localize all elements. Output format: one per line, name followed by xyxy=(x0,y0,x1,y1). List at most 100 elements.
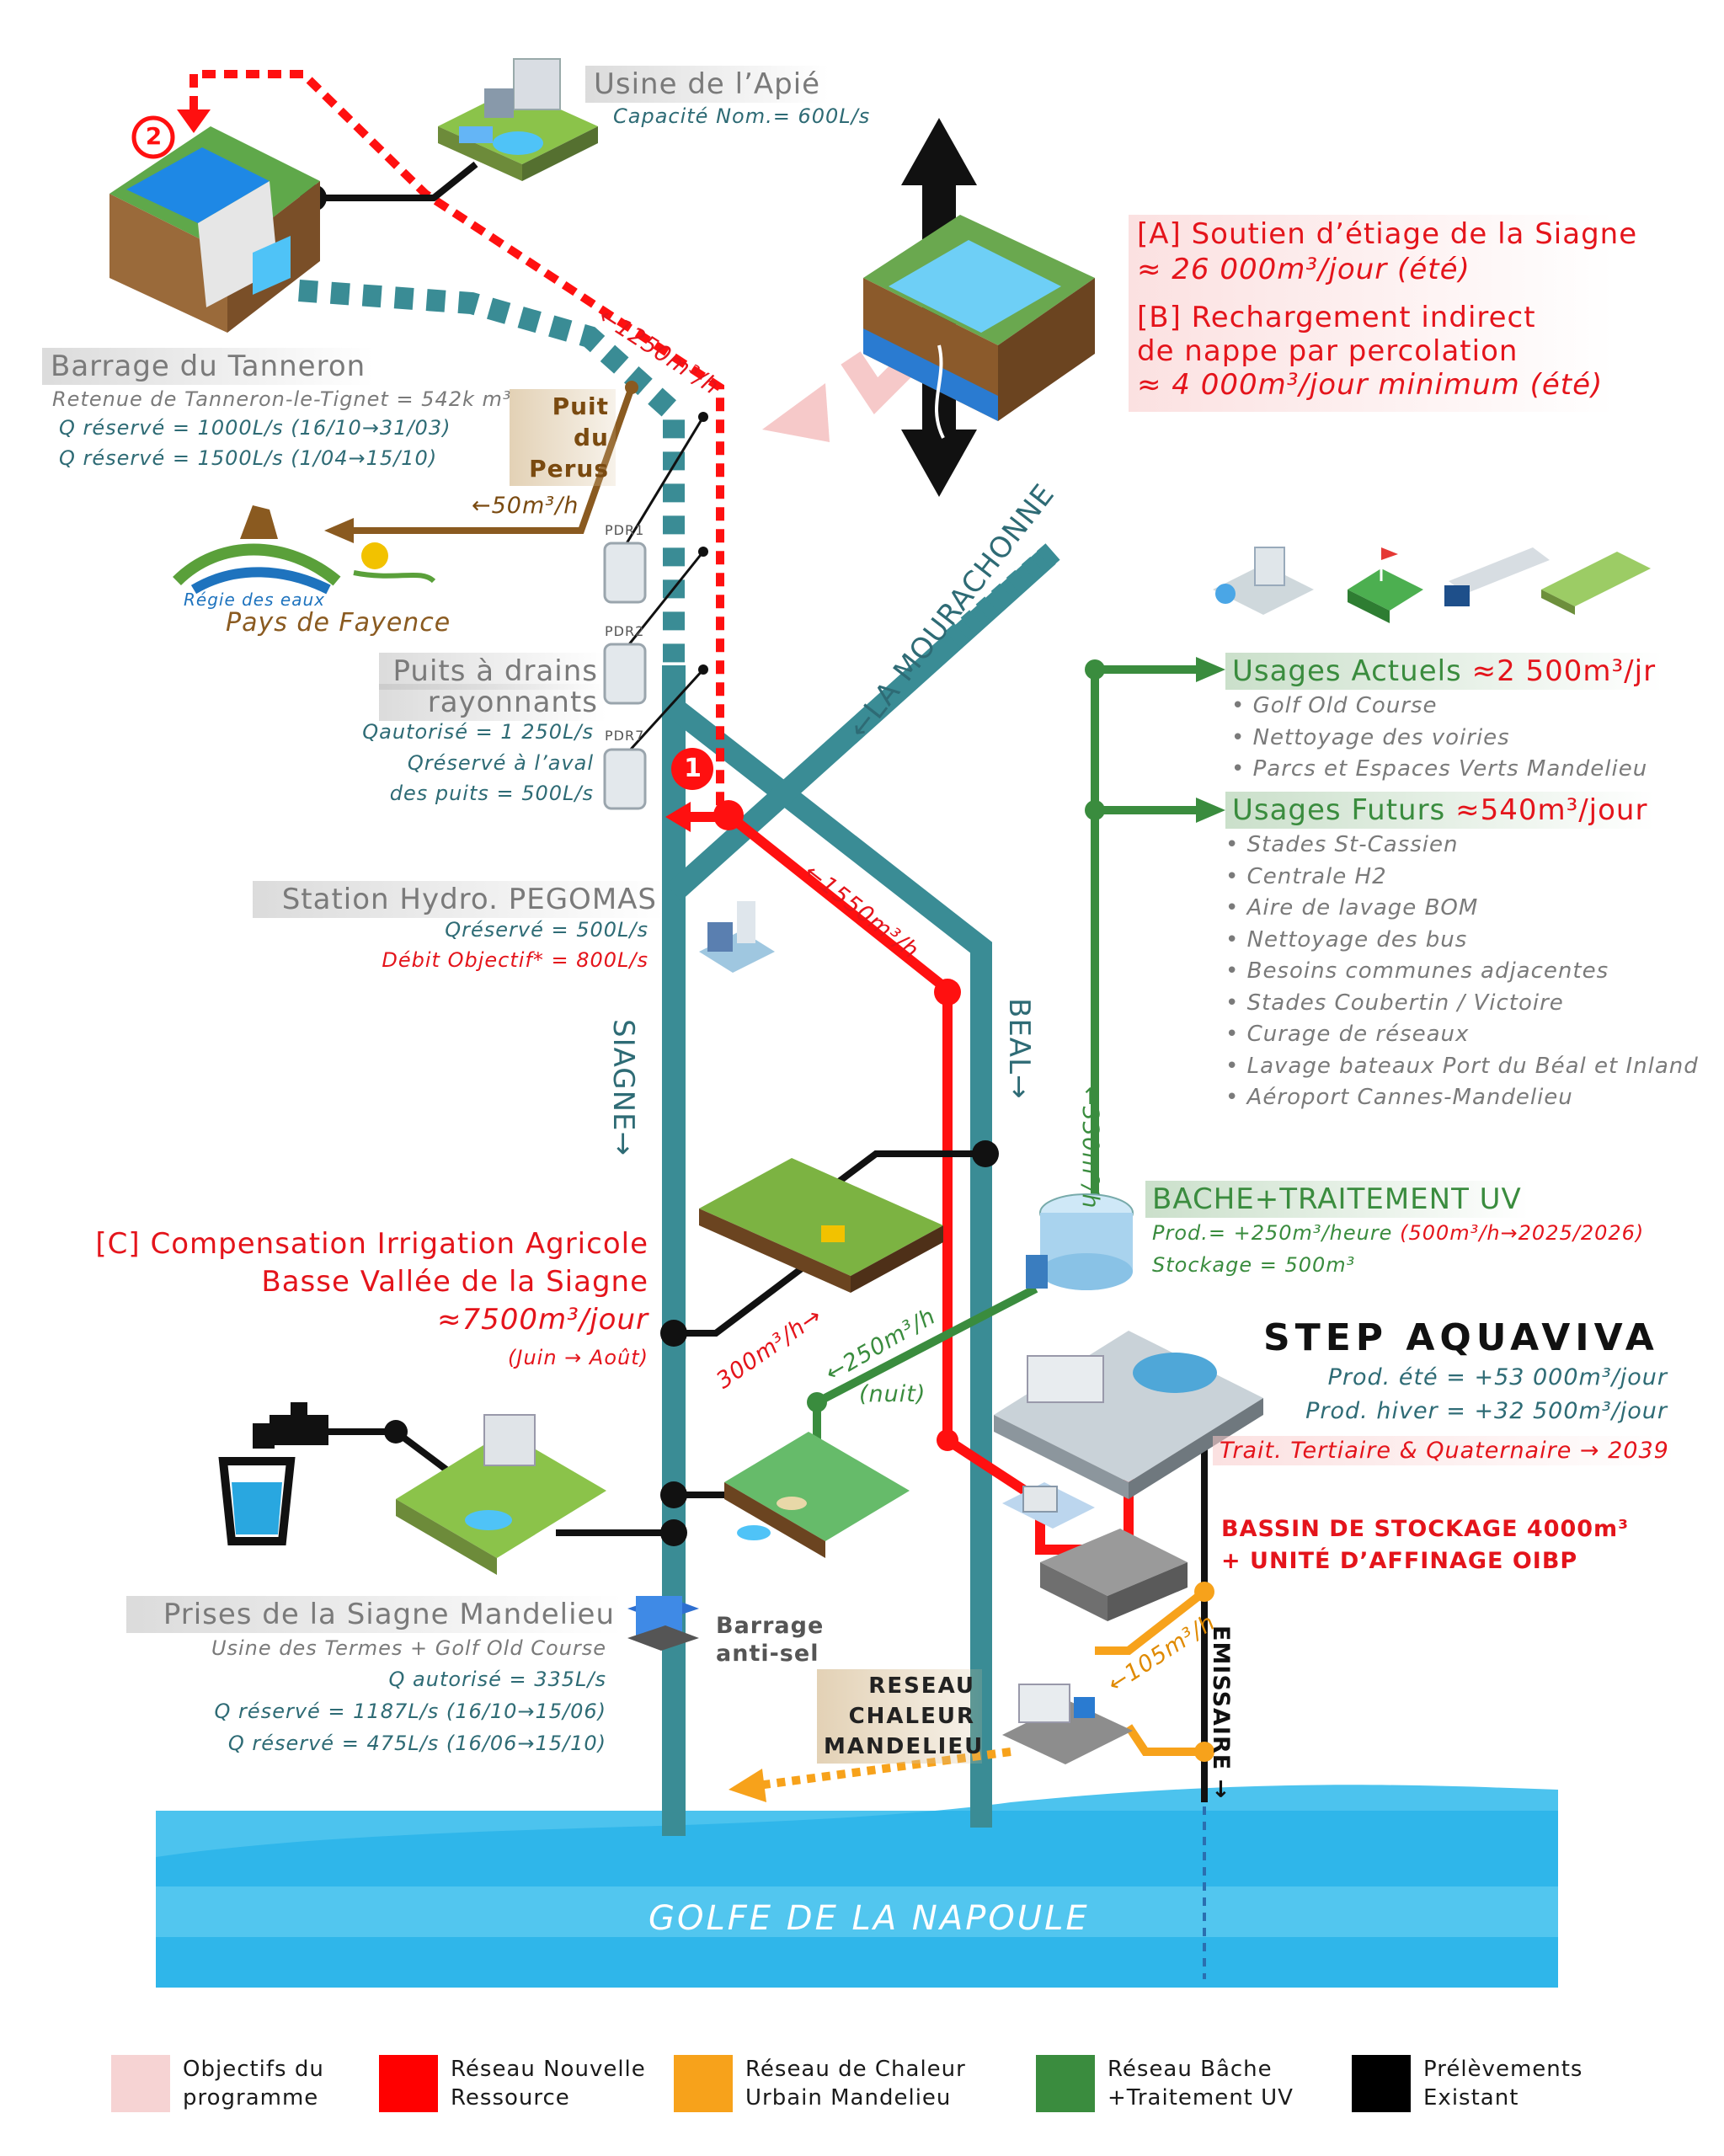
regie-line1: Régie des eaux xyxy=(184,590,325,610)
flow-250-nuit: (nuit) xyxy=(859,1381,926,1407)
green-node-futurs xyxy=(1085,800,1105,820)
bache-title: BACHE+TRAITEMENT UV xyxy=(1145,1181,1529,1218)
cleaning-truck-icon xyxy=(1444,547,1550,606)
bache-prod-b: (500m³/h→2025/2026) xyxy=(1400,1221,1645,1245)
river-mourachonne-dashed xyxy=(944,543,1060,648)
legend-swatch xyxy=(379,2055,438,2112)
puit-perus-line3: Perus xyxy=(529,455,609,483)
orange-arrowhead xyxy=(729,1769,766,1802)
puits-drains-q1: Qautorisé = 1 250L/s xyxy=(362,720,594,744)
station-pegomas-objectif: Débit Objectif* = 800L/s xyxy=(382,948,649,972)
usages-actuels-list: • Golf Old Course• Nettoyage des voiries… xyxy=(1231,691,1647,786)
green-arrowhead-futurs xyxy=(1196,798,1225,823)
orange-node-1 xyxy=(1194,1582,1214,1602)
bache-prod: Prod.= +250m³/heure (500m³/h→2025/2026) xyxy=(1152,1221,1644,1245)
bache-uv-icon xyxy=(1026,1193,1134,1290)
barrage-antisel-line2: anti-sel xyxy=(716,1641,819,1667)
puit-perus-line2: du xyxy=(574,424,609,451)
golf-hole-icon xyxy=(1348,547,1423,623)
red-solid-network xyxy=(725,811,1048,1508)
black-node-field xyxy=(660,1320,687,1347)
legend-swatch xyxy=(111,2055,170,2112)
marker-1-icon xyxy=(671,748,713,790)
puits-drains-title1: Puits à drains xyxy=(379,653,606,690)
orange-heat-supply xyxy=(1095,1588,1208,1655)
bache-prod-a: Prod.= +250m³/heure xyxy=(1152,1221,1401,1245)
puits-drains-title2: rayonnants xyxy=(379,684,606,721)
step-aquaviva-icon xyxy=(994,1331,1263,1499)
barrage-antisel-icon xyxy=(627,1596,699,1651)
usages-actuels-title-text: Usages Actuels xyxy=(1232,654,1462,688)
usages-futurs-item: • Nettoyage des bus xyxy=(1225,926,1468,953)
compensation-line4: (Juin → Août) xyxy=(508,1346,649,1369)
h2-plant-icon xyxy=(1213,547,1314,615)
usages-futurs-list: • Stades St-Cassien • Centrale H2 • Aire d… xyxy=(1225,830,1699,1114)
orange-dashed-mandelieu xyxy=(757,1748,1011,1790)
usages-futurs-item: • Aire de lavage BOM xyxy=(1225,895,1479,921)
legend-label: Réseau Bâche +Traitement UV xyxy=(1108,2055,1294,2112)
usages-futurs-value: ≈540m³/jour xyxy=(1455,793,1648,827)
brown-node xyxy=(625,381,638,394)
legend-swatch xyxy=(1352,2055,1411,2112)
compensation-line2: Basse Vallée de la Siagne xyxy=(261,1265,649,1299)
black-node-prises xyxy=(660,1519,687,1546)
green-main-line xyxy=(1091,665,1204,1196)
river-siagne-label: SIAGNE→ xyxy=(606,1019,640,1157)
orange-node-2 xyxy=(1194,1742,1214,1762)
pdr2-label: PDR2 xyxy=(605,623,645,639)
farm-field-icon xyxy=(699,1158,943,1293)
usages-actuels-value: ≈2 500m³/jr xyxy=(1471,654,1657,688)
usages-futurs-item: • Centrale H2 xyxy=(1225,863,1387,889)
green-node-actuels xyxy=(1085,659,1105,680)
legend-label-line2: Existant xyxy=(1423,2085,1519,2111)
red-arrowhead-1 xyxy=(665,802,691,832)
puit-perus-line1: Puit xyxy=(552,392,609,420)
prises-q1: Q autorisé = 335L/s xyxy=(388,1668,606,1691)
prises-title: Prises de la Siagne Mandelieu xyxy=(126,1596,623,1633)
brown-arrowhead xyxy=(324,518,354,543)
regie-line2: Pays de Fayence xyxy=(226,608,451,638)
usages-futurs-item: • Aéroport Cannes-Mandelieu xyxy=(1225,1085,1573,1110)
red-node-2 xyxy=(934,979,961,1006)
pdr-connectors xyxy=(617,416,705,764)
pink-objective-arrowhead xyxy=(762,383,830,442)
legend-label-line2: Ressource xyxy=(451,2085,570,2111)
unite-affinage-icon xyxy=(1002,1482,1095,1529)
legend-label-line1: Prélèvements xyxy=(1423,2057,1583,2082)
red-node-3 xyxy=(937,1429,958,1451)
sea-highlight xyxy=(156,1886,1558,1937)
legend-label-line2: Urbain Mandelieu xyxy=(745,2085,952,2111)
barrage-tanneron-title: Barrage du Tanneron xyxy=(42,348,375,385)
usages-actuels-item: • Parcs et Espaces Verts Mandelieu xyxy=(1231,756,1648,782)
legend-label-line1: Réseau Bâche xyxy=(1108,2057,1273,2082)
marker-2-icon xyxy=(131,115,175,159)
black-tap-link xyxy=(324,1428,449,1473)
sea-top-wave xyxy=(156,1785,1558,1857)
red-node-1 xyxy=(713,800,744,830)
reseau-chaleur-line2: CHALEUR xyxy=(848,1704,975,1729)
barrage-antisel-line1: Barrage xyxy=(716,1613,825,1639)
reseau-chaleur-line3: MANDELIEU xyxy=(824,1734,985,1759)
water-glass-icon xyxy=(218,1457,296,1545)
legend-label-line2: +Traitement UV xyxy=(1108,2085,1294,2111)
bassin-line2: + UNITÉ D’AFFINAGE OIBP xyxy=(1221,1548,1578,1574)
barrage-tanneron-q2: Q réservé = 1500L/s (1/04→15/10) xyxy=(59,446,438,470)
legend-swatch xyxy=(674,2055,733,2112)
marker-1-label: 1 xyxy=(684,754,702,783)
step-hiver: Prod. hiver = +32 500m³/jour xyxy=(1305,1398,1668,1424)
usages-futurs-title-text: Usages Futurs xyxy=(1232,793,1446,827)
black-node-golf xyxy=(660,1481,687,1508)
objectif-b-title1: [B] Rechargement indirect xyxy=(1137,301,1536,334)
objectif-b-title2: de nappe par percolation xyxy=(1137,334,1519,368)
compensation-line1: [C] Compensation Irrigation Agricole xyxy=(95,1227,649,1261)
perus-flow: ←50m³/h xyxy=(472,493,579,519)
legend-label-line1: Réseau Nouvelle xyxy=(451,2057,646,2082)
legend-swatch xyxy=(1036,2055,1095,2112)
legend-label-line1: Réseau de Chaleur xyxy=(745,2057,966,2082)
bache-stock: Stockage = 500m³ xyxy=(1152,1253,1356,1277)
usages-futurs-item: • Stades St-Cassien xyxy=(1225,832,1459,857)
